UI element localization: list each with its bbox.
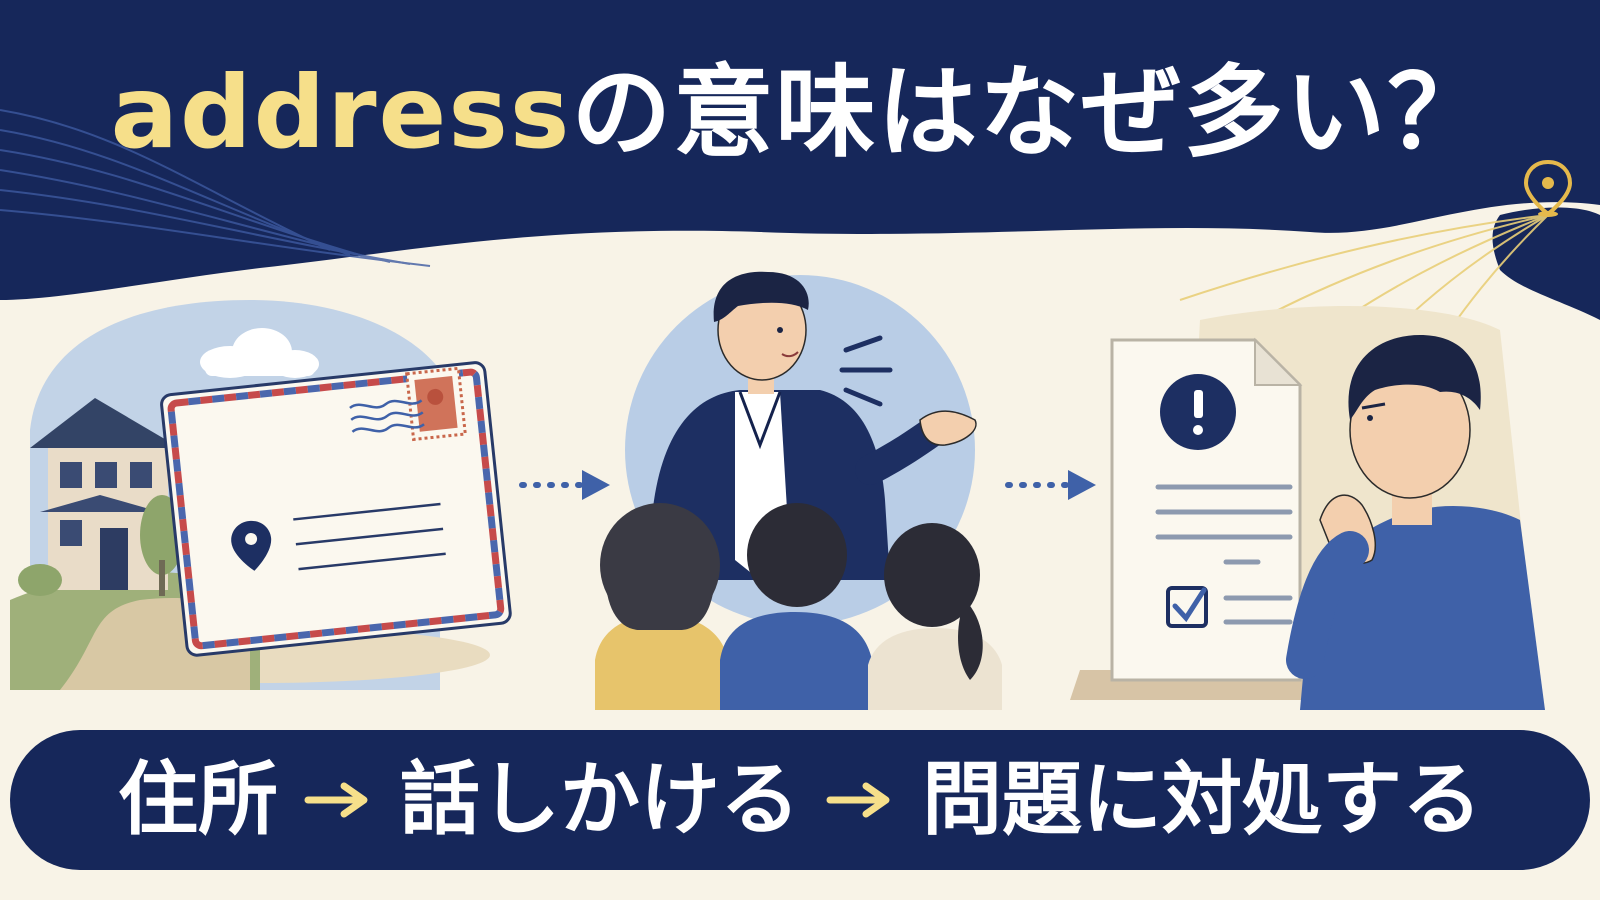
map-pin-icon — [1523, 159, 1573, 217]
thinking-person — [1286, 335, 1545, 710]
arrow-right-icon — [519, 470, 610, 500]
scene-problem — [1070, 306, 1545, 710]
flow-step-handle-problem: 問題に対処する — [922, 753, 1482, 846]
flow-arrow-icon — [304, 782, 368, 818]
scene-address — [10, 300, 512, 690]
flow-step-address: 住所 — [118, 753, 278, 846]
envelope-pin-icon — [231, 521, 272, 571]
checkbox-icon — [1166, 586, 1208, 628]
right-wave — [1492, 207, 1600, 320]
audience — [595, 503, 1002, 710]
title-japanese-text: の意味はなぜ多い？ — [571, 54, 1490, 171]
meaning-flow-bar: 住所 話しかける 問題に対処する — [10, 730, 1590, 870]
left-swoosh-lines — [0, 109, 431, 267]
page-title: addressの意味はなぜ多い？ — [0, 48, 1600, 178]
envelope — [160, 361, 512, 657]
title-english-word: address — [110, 54, 572, 171]
scene-speaking — [590, 271, 1020, 710]
arrow-right-icon-2 — [1005, 470, 1096, 500]
house — [18, 398, 180, 596]
flow-arrow-icon-2 — [826, 782, 890, 818]
header-wave — [0, 0, 1600, 300]
cloud — [200, 328, 319, 378]
document — [1110, 337, 1303, 682]
flow-step-speak: 話しかける — [400, 753, 800, 846]
stamp-icon — [405, 366, 467, 442]
